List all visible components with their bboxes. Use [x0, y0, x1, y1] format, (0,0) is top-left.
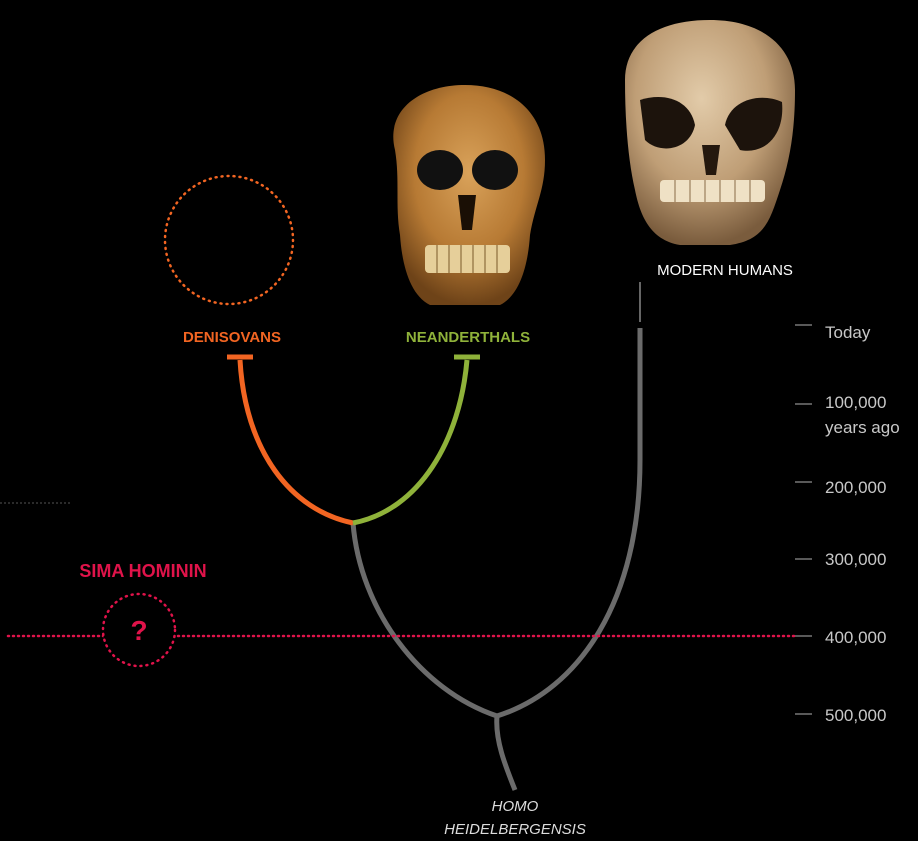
timeline-label-200000: 200,000	[825, 478, 886, 497]
neanderthals-label: NEANDERTHALS	[406, 329, 530, 346]
modern-humans-branch	[497, 328, 640, 716]
sima-hominin-label: SIMA HOMININ	[79, 561, 206, 581]
timeline-sublabel-years-ago: years ago	[825, 418, 900, 437]
homo-heidelbergensis-label-line2: HEIDELBERGENSIS	[444, 821, 586, 838]
homo-heidelbergensis-trunk	[497, 716, 515, 790]
timeline-tick: Today	[795, 323, 871, 342]
timeline-label-500000: 500,000	[825, 706, 886, 725]
denisovans-label: DENISOVANS	[183, 329, 281, 346]
neanderthal-denisovan-ancestor-branch	[353, 523, 497, 716]
timeline-label-100000: 100,000	[825, 393, 886, 412]
neanderthal-skull-image	[393, 85, 545, 305]
timeline-tick: 200,000	[795, 478, 886, 497]
denisovan-placeholder-circle	[165, 176, 293, 304]
timeline-tick: 100,000 years ago	[795, 393, 900, 437]
timeline-tick: 500,000	[795, 706, 886, 725]
modern-humans-label: MODERN HUMANS	[657, 262, 793, 279]
homo-heidelbergensis-label-line1: HOMO	[492, 798, 539, 815]
timeline-axis: Today 100,000 years ago 200,000 300,000 …	[795, 323, 900, 725]
timeline-tick: 300,000	[795, 550, 886, 569]
neanderthal-branch	[353, 360, 467, 523]
sima-question-mark: ?	[130, 615, 147, 646]
denisovan-branch	[240, 360, 353, 523]
timeline-tick: 400,000	[795, 628, 886, 647]
modern-human-skull-image	[625, 20, 795, 245]
timeline-label-300000: 300,000	[825, 550, 886, 569]
timeline-label-today: Today	[825, 323, 871, 342]
timeline-label-400000: 400,000	[825, 628, 886, 647]
